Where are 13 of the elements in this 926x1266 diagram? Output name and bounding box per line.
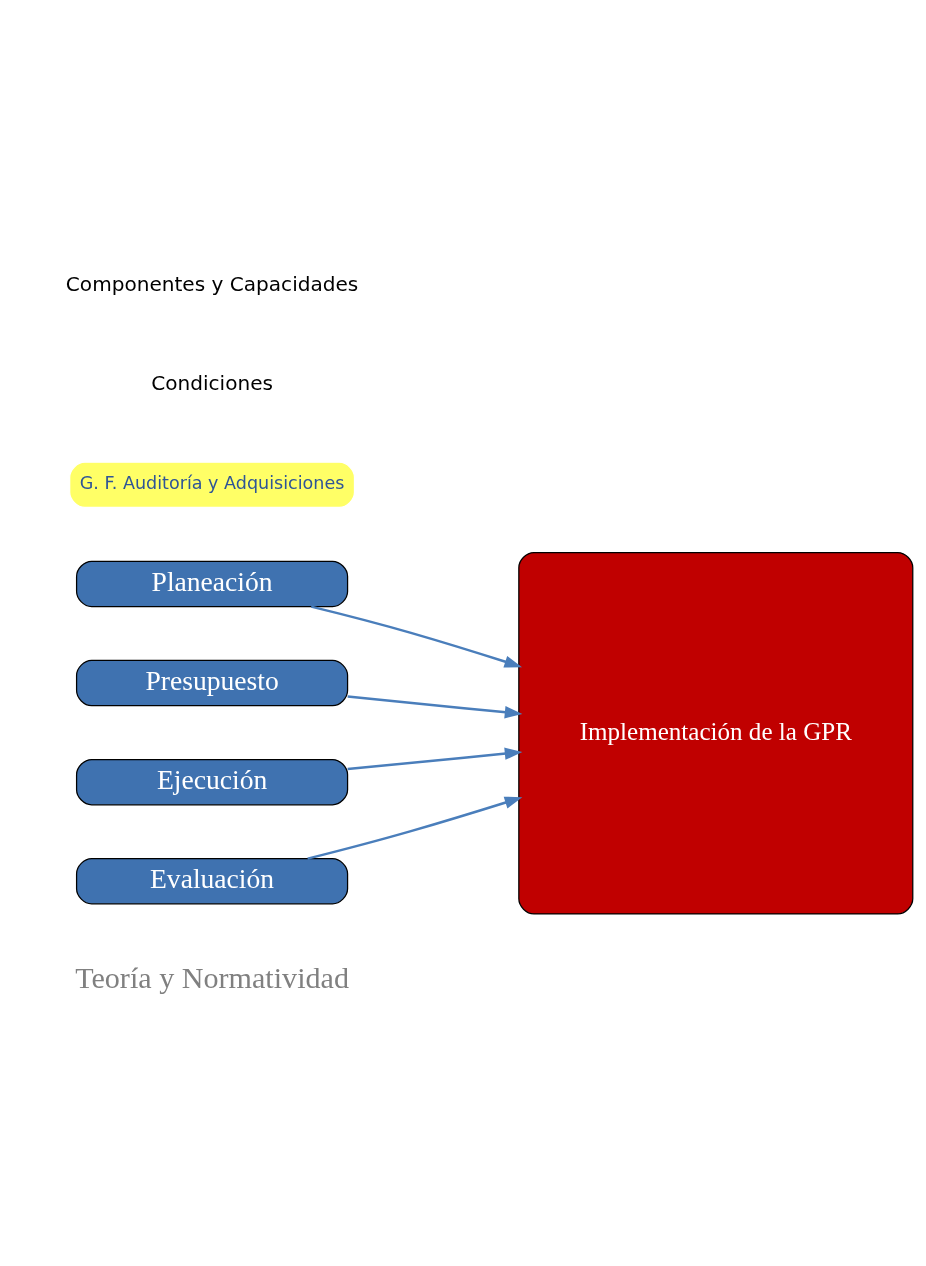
arrow — [310, 604, 523, 668]
arrow — [347, 747, 523, 770]
node-box: Presupuesto — [75, 659, 349, 706]
arrow — [347, 694, 523, 718]
node-box: Implementación de la GPR — [518, 551, 914, 915]
arrow — [307, 796, 523, 860]
label: Condiciones — [151, 370, 273, 395]
node-box: Planeación — [75, 560, 349, 607]
label: Componentes y Capacidades — [65, 271, 359, 296]
node-box: Evaluación — [75, 857, 349, 904]
node-box: Ejecución — [75, 758, 349, 805]
label: Teoría y Normatividad — [75, 960, 349, 995]
node-box: G. F. Auditoría y Adquisiciones — [69, 461, 356, 508]
